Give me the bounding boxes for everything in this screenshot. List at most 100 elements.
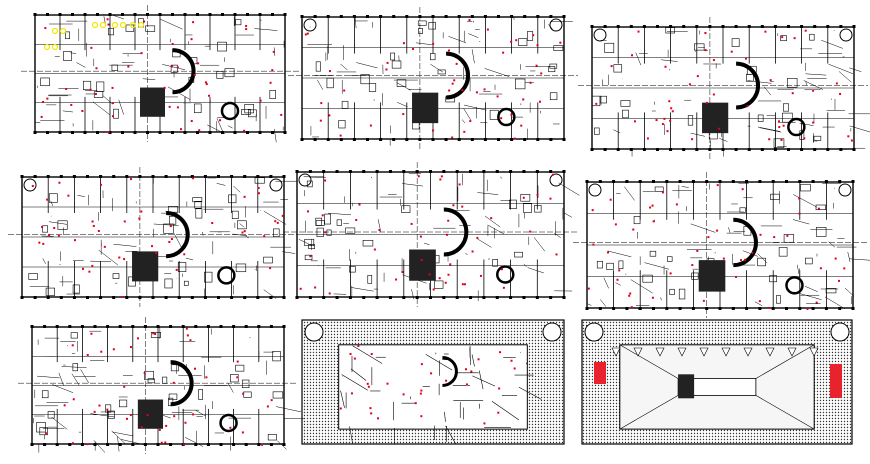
marker [123,385,126,388]
spiral-stair-icon [217,266,236,285]
marker [513,137,516,140]
marker [143,372,146,375]
marker [57,234,60,237]
marker [432,129,435,132]
marker [53,226,56,229]
marker [182,443,185,446]
marker [129,414,132,417]
marker [41,225,44,228]
stair-core [702,102,729,134]
light-fixture-icon [119,21,127,29]
marker [89,88,92,91]
corner-tower-icon [304,322,324,342]
marker [834,257,837,260]
marker [449,263,452,266]
marker [95,67,98,70]
light-fixture-icon [51,43,59,51]
marker [837,279,840,282]
spiral-stair-icon [219,413,238,433]
marker [540,72,543,75]
marker [847,135,850,138]
marker [668,100,671,103]
marker [616,278,619,281]
marker [71,344,74,347]
terrace-plan-8 [301,319,565,445]
marker [170,65,173,68]
marker [402,42,405,45]
marker [42,100,45,103]
marker [395,278,398,281]
marker [111,86,114,89]
marker [417,175,420,178]
marker [812,89,815,92]
marker [447,273,450,276]
marker [271,69,274,72]
light-fixture-icon [137,21,145,29]
marker [130,178,133,181]
corner-tower-icon [839,28,853,42]
marker [306,32,309,35]
marker [155,251,158,254]
marker [587,287,590,290]
marker [461,205,464,208]
marker [163,86,166,89]
marker [319,119,322,122]
marker [777,120,780,123]
marker [751,251,754,254]
marker [500,117,503,120]
marker [780,138,783,141]
marker [236,360,239,363]
light-fixture-icon [43,43,51,51]
marker [31,185,34,188]
marker [447,49,450,52]
stair-core [698,260,726,292]
marker [664,65,667,68]
marker [401,271,404,274]
marker [243,129,246,132]
stair-core [412,92,439,124]
marker [266,405,269,408]
marker [236,376,239,379]
marker [276,221,279,224]
marker [257,187,260,190]
marker [651,296,654,299]
marker [444,281,447,284]
marker [140,426,143,429]
marker [632,228,635,231]
marker [759,233,762,236]
marker [358,203,361,206]
marker [500,268,503,271]
marker [610,65,613,68]
light-fixture-icon [59,27,67,35]
marker [843,267,846,270]
typical-floor-plan-6 [573,172,870,318]
stair-core [137,399,164,429]
marker [355,219,358,222]
marker [691,138,694,141]
marker [471,250,474,253]
marker [160,441,163,444]
marker [522,196,525,199]
corner-tower-icon [542,322,562,342]
marker [817,207,820,210]
marker [712,59,715,62]
marker [722,257,725,260]
marker [839,92,842,95]
marker [815,301,818,304]
marker [461,283,464,286]
marker [559,41,562,44]
marker [691,264,694,267]
curved-stair-icon [733,217,758,268]
marker [169,225,172,228]
marker [173,415,176,418]
marker [86,443,89,446]
marker [767,306,770,309]
marker [475,91,478,94]
marker [448,89,451,92]
marker [850,139,853,142]
marker [107,131,110,134]
marker [92,224,95,227]
marker [718,127,721,130]
marker [438,277,441,280]
marker [171,42,174,45]
